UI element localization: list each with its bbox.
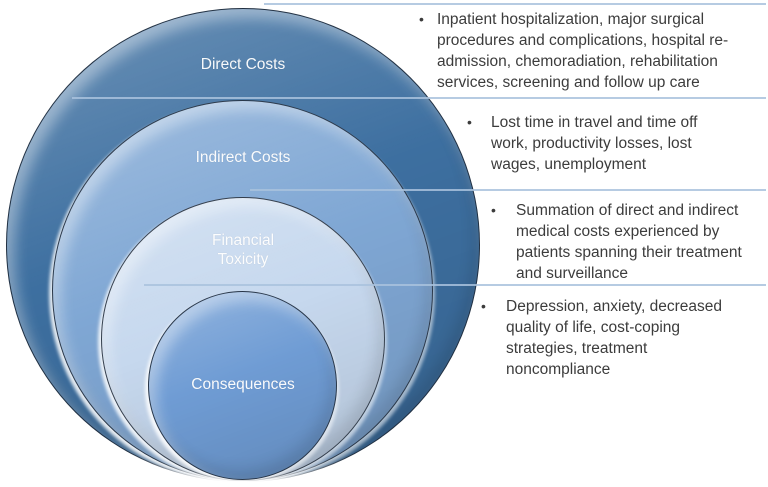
section-divider-direct-indirect [72,97,766,99]
bullet-text-financial-toxicity: Summation of direct and indirect medical… [516,202,742,282]
bullet-text-consequences: Depression, anxiety, decreased quality o… [506,298,722,378]
bullet-item-direct-costs: • Inpatient hospitalization, major surgi… [419,9,749,93]
section-divider-financial-conseq [144,284,766,286]
bullet-marker: • [419,11,424,27]
bullet-marker: • [481,298,486,314]
bullet-item-consequences: • Depression, anxiety, decreased quality… [481,296,738,380]
bullet-item-indirect-costs: • Lost time in travel and time off work,… [467,112,735,175]
ring-label-consequences: Consequences [191,376,295,393]
bullet-marker: • [467,114,472,130]
bullet-text-direct-costs: Inpatient hospitalization, major surgica… [437,11,729,91]
ring-label-financial-toxicity: Financial Toxicity [211,232,275,268]
section-divider-indirect-financial [250,189,766,191]
section-divider-top [264,3,766,5]
bullet-marker: • [491,202,496,218]
ring-label-indirect-costs: Indirect Costs [195,149,291,166]
bullet-text-indirect-costs: Lost time in travel and time off work, p… [491,114,698,173]
ring-label-direct-costs: Direct Costs [200,56,286,73]
bullet-item-financial-toxicity: • Summation of direct and indirect medic… [491,200,768,284]
ring-consequences [148,291,337,480]
